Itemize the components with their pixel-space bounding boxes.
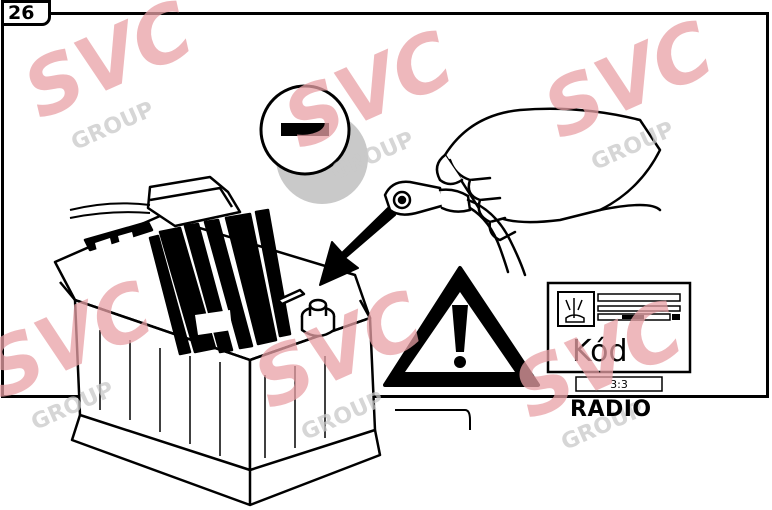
pointer-arrow <box>320 208 395 285</box>
radio-label: RADIO <box>570 397 652 422</box>
figure-number-badge: 26 <box>1 0 51 26</box>
